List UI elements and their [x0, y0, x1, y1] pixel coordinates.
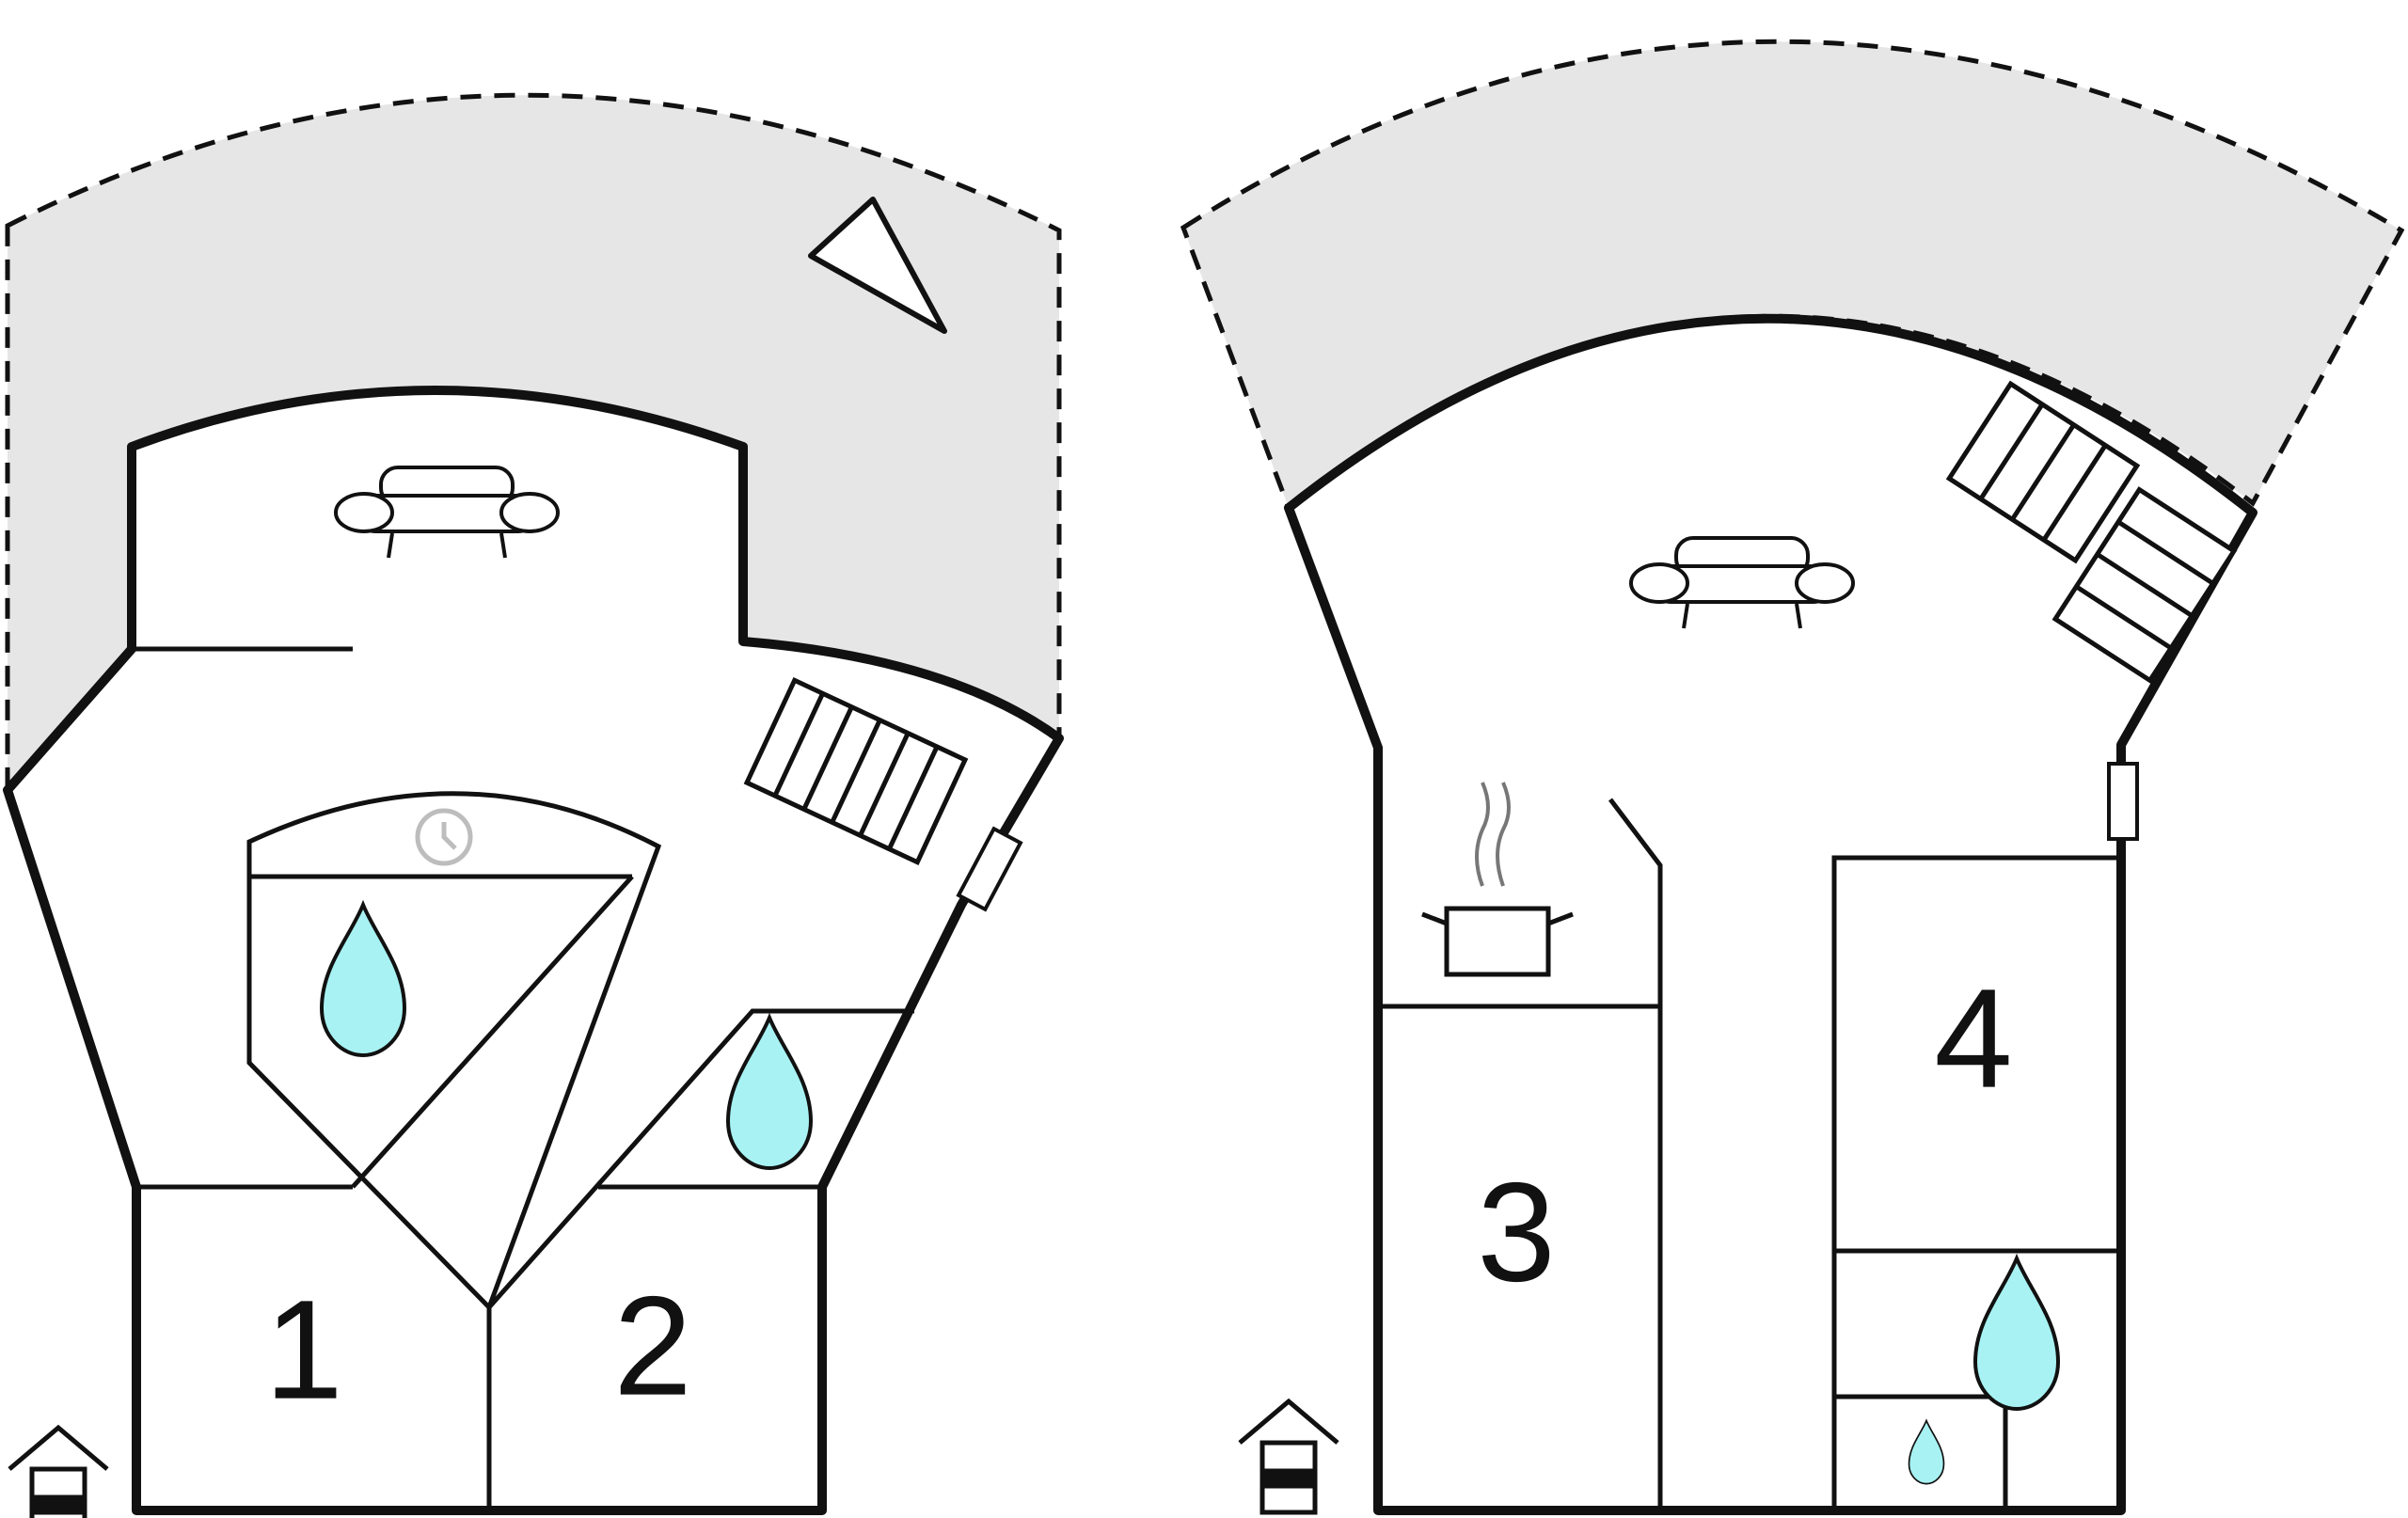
stairs-icon [743, 677, 969, 865]
interior-walls [132, 646, 914, 1510]
floor-left: 1 2 [3, 92, 1064, 1518]
outer-wall [1284, 313, 2258, 1515]
triangle-marker-icon [808, 197, 947, 334]
floor-right: 3 4 [1180, 39, 2405, 1515]
outer-wall [3, 386, 1064, 1515]
stairs-icon [1945, 380, 2238, 684]
window-icon [956, 826, 1023, 912]
room-label: 2 [613, 1267, 691, 1425]
clock-icon [415, 808, 473, 866]
room-label: 4 [1934, 959, 2012, 1117]
cooking-pot-icon [1421, 782, 1574, 977]
room-label: 1 [264, 1271, 342, 1429]
room-label: 3 [1477, 1153, 1555, 1311]
window-icon [2107, 762, 2139, 841]
interior-walls [1378, 798, 2121, 1510]
entrance-icon [9, 1428, 107, 1518]
terrace-area [1180, 39, 2405, 513]
entrance-icon [1240, 1401, 1338, 1512]
